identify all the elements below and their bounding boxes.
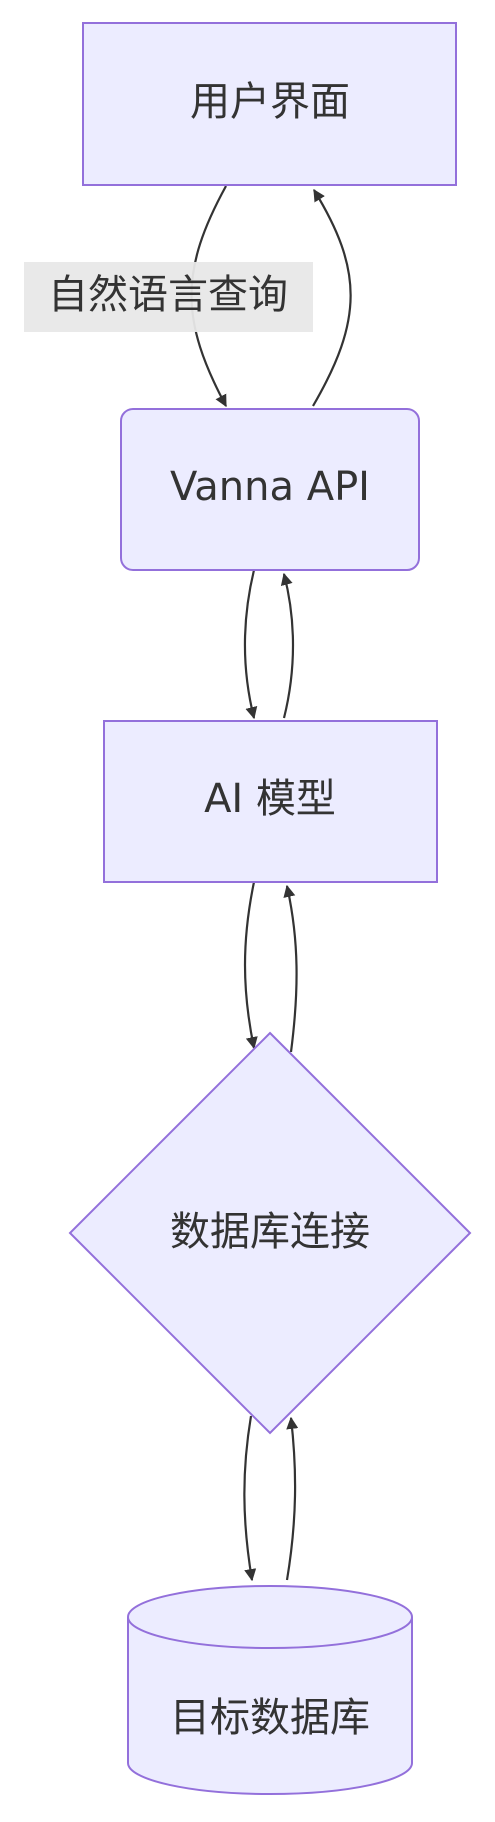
node-ai-model-label: AI 模型 [204,776,336,822]
edge-target-db-to-db-connection [285,1416,299,1581]
edge-label-natural-language-query: 自然语言查询 [24,262,313,332]
edge-label-text: 自然语言查询 [48,272,288,318]
edge-api-to-model [243,569,258,720]
edge-model-to-api [280,572,295,719]
node-user-interface[interactable]: 用户界面 [82,22,457,186]
node-ai-model-box [103,720,438,883]
node-db-connection-label: 数据库连接 [170,1209,370,1255]
node-vanna-api-label: Vanna API [170,464,370,510]
edge-api-to-ui [312,188,352,407]
node-db-connection-diamond [68,1031,472,1435]
node-target-db-cylinder-body [127,1617,413,1795]
edge-db-connection-to-target-db [243,1415,257,1582]
edge-label-background [24,262,313,332]
node-target-db[interactable]: 目标数据库 [127,1585,413,1795]
node-target-db-cylinder-top [127,1585,413,1649]
node-user-interface-label: 用户界面 [190,79,350,125]
node-target-db-label: 目标数据库 [170,1695,370,1741]
edge-model-to-db-connection [243,881,258,1050]
node-vanna-api[interactable]: Vanna API [120,408,420,571]
node-ai-model[interactable]: AI 模型 [103,720,438,883]
node-db-connection[interactable]: 数据库连接 [68,1031,472,1435]
node-user-interface-box [82,22,457,186]
node-vanna-api-box [120,408,420,571]
edge-db-connection-to-model [283,884,298,1053]
